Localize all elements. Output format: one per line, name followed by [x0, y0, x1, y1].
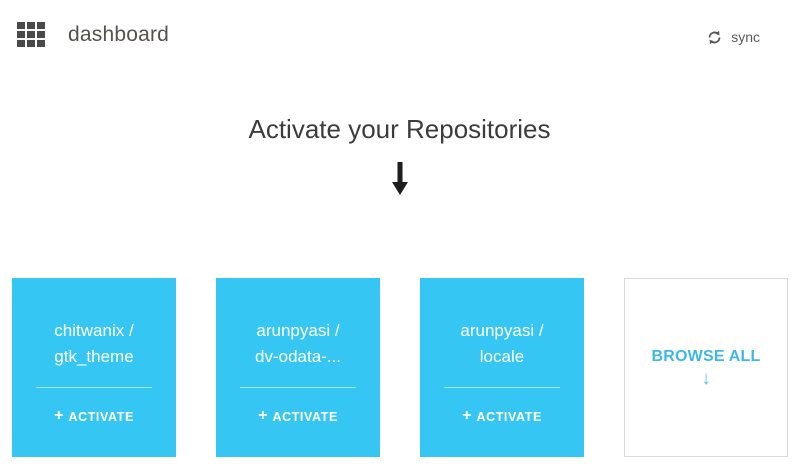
activate-label: ACTIVATE: [476, 409, 542, 424]
repo-name: arunpyasi / locale: [460, 318, 543, 370]
repo-name: arunpyasi / dv-odata-...: [255, 318, 341, 370]
browse-arrow-down-icon: ↓: [701, 367, 711, 389]
repo-card: arunpyasi / locale + ACTIVATE: [420, 278, 584, 457]
activate-button[interactable]: + ACTIVATE: [258, 408, 338, 425]
repo-card: arunpyasi / dv-odata-... + ACTIVATE: [216, 278, 380, 457]
card-divider: [444, 387, 560, 388]
activate-button[interactable]: + ACTIVATE: [462, 408, 542, 425]
page-title: dashboard: [68, 23, 170, 46]
repo-owner: arunpyasi /: [460, 321, 544, 340]
browse-all-card[interactable]: BROWSE ALL ↓: [624, 278, 788, 457]
sync-icon: [707, 30, 722, 45]
repo-owner: arunpyasi /: [256, 321, 340, 340]
plus-icon: +: [54, 407, 64, 424]
activate-label: ACTIVATE: [68, 409, 134, 424]
activate-button[interactable]: + ACTIVATE: [54, 408, 134, 425]
sync-button[interactable]: sync: [707, 29, 760, 45]
repo-name: chitwanix / gtk_theme: [54, 318, 133, 370]
plus-icon: +: [462, 407, 472, 424]
repo-owner: chitwanix /: [54, 321, 134, 340]
sync-label: sync: [731, 29, 760, 45]
repo-card-row: chitwanix / gtk_theme + ACTIVATE arunpya…: [12, 278, 788, 457]
repo-title: gtk_theme: [54, 347, 134, 366]
browse-all-label: BROWSE ALL: [651, 347, 761, 365]
arrow-down-icon: [391, 162, 409, 196]
plus-icon: +: [258, 407, 268, 424]
apps-grid-icon[interactable]: [17, 22, 45, 48]
repo-title: dv-odata-...: [255, 347, 341, 366]
activate-label: ACTIVATE: [272, 409, 338, 424]
page-heading: Activate your Repositories: [248, 114, 551, 144]
repo-card: chitwanix / gtk_theme + ACTIVATE: [12, 278, 176, 457]
card-divider: [240, 387, 356, 388]
card-divider: [36, 387, 152, 388]
repo-title: locale: [479, 347, 525, 366]
